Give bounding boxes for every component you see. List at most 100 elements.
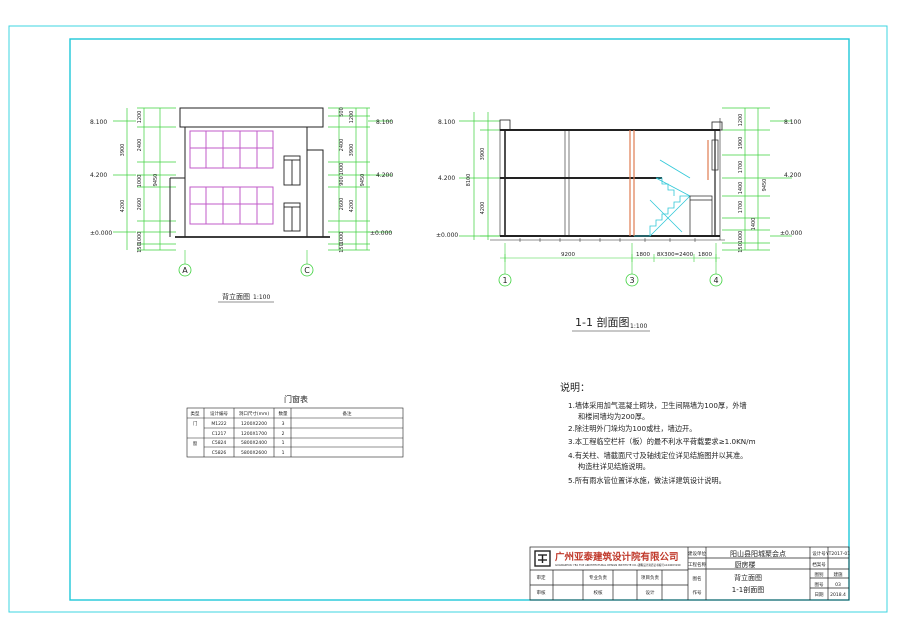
- label-major-lead: 专业负责: [589, 574, 607, 581]
- notes: 说明： 1.墙体采用加气混凝土砌块，卫生间隔墙为100厚，外墙 和楼间墙均为20…: [560, 381, 756, 485]
- table-header: 洞口尺寸(mm): [239, 410, 270, 417]
- section-bottom-dim: 1800: [636, 252, 650, 258]
- section-level-ground-left: ±0.000: [436, 232, 458, 239]
- table-cell-size: 5800X2400: [241, 440, 267, 446]
- category-value: 建施: [834, 571, 843, 578]
- elev-left-dim: 2600: [137, 198, 143, 211]
- elev-right-dim: 3900: [349, 144, 355, 157]
- table-cell-type: 门: [193, 420, 198, 427]
- company-name: 广州亚泰建筑设计院有限公司: [555, 551, 679, 563]
- door-window-table: 门窗表 类型 设计编号 洞口尺寸(mm) 数量 备注 门 M1222 1200X…: [186, 394, 404, 458]
- section-axis-1: 1: [502, 276, 507, 285]
- label-design: 设计: [646, 589, 655, 596]
- inner-frame: [69, 38, 850, 601]
- section-level-mid-left: 4.200: [438, 175, 455, 182]
- section-level-mid-right: 4.200: [784, 172, 801, 179]
- elev-level-top-left: 8.100: [90, 119, 107, 126]
- elev-right-dim: 1000: [339, 232, 345, 245]
- elev-level-ground-left: ±0.000: [90, 230, 112, 237]
- section-level-top-right: 8.100: [784, 119, 801, 126]
- elev-left-dim: 9450: [153, 174, 159, 187]
- elevation-scale: 1:100: [253, 294, 270, 301]
- elev-left-dim: 1000: [137, 232, 143, 245]
- elev-level-mid-right: 4.200: [376, 172, 393, 179]
- elev-right-dim: 2600: [339, 198, 345, 211]
- elev-right-dim: 9450: [360, 174, 366, 187]
- rear-elevation: A C 8.100 4.200 ±0.000 8.100 4.200 ±0.00…: [90, 107, 393, 303]
- label-category: 图别: [815, 571, 824, 578]
- table-cell-qty: 1: [282, 450, 285, 456]
- date-value: 2018.4: [830, 592, 846, 598]
- elev-right-dim: 900: [339, 176, 345, 186]
- table-title: 门窗表: [284, 394, 308, 404]
- label-review: 审核: [537, 589, 546, 596]
- section-level-ground-right: ±0.000: [780, 230, 802, 237]
- label-audit: 审定: [537, 574, 546, 581]
- note-line: 2.除注明外门垛均为100或柱，墙边开。: [568, 424, 696, 433]
- drawing-name-line2: 1-1剖面图: [732, 585, 764, 594]
- table-cell-qty: 1: [282, 440, 285, 446]
- elev-left-dim: 2400: [137, 139, 143, 152]
- table-header: 类型: [191, 410, 200, 417]
- table-header: 数量: [279, 410, 288, 417]
- table-header: 设计编号: [210, 410, 228, 417]
- notes-title: 说明：: [560, 381, 590, 394]
- sheet-no-value: 03: [835, 582, 841, 588]
- elev-right-dim: 1000: [339, 163, 345, 176]
- table-cell-size: 1200X2200: [241, 421, 267, 427]
- elev-right-dim: 1200: [349, 111, 355, 124]
- note-line: 3.本工程临空栏杆（板）的最不利水平荷载要求≥1.0KN/m: [568, 437, 756, 446]
- elev-right-dim: 500: [339, 107, 345, 117]
- section-axis-4: 4: [713, 276, 718, 285]
- label-stamp: 档案号: [812, 561, 826, 568]
- elev-level-mid-left: 4.200: [90, 172, 107, 179]
- section-right-dim: 1400: [738, 182, 744, 195]
- section-bottom-dim: 8X300=2400: [657, 252, 694, 258]
- label-client: 建设单位: [688, 550, 706, 557]
- table-cell-code: C5824: [212, 440, 227, 446]
- table-header: 备注: [343, 410, 352, 417]
- elev-axis-a: A: [182, 266, 188, 275]
- section-right-dim: 1700: [738, 201, 744, 214]
- label-project: 工程名称: [688, 561, 706, 568]
- drawing-name-line1: 背立面图: [734, 573, 762, 582]
- section-right-dim: 1900: [738, 137, 744, 150]
- company-name-en: GUANGZHOU YEA TOP ARCHITECTURAL DESIGN I…: [555, 563, 642, 567]
- section-right-dim: 9450: [762, 179, 768, 192]
- section-right-dim: 1200: [738, 114, 744, 127]
- elev-right-dim: 4200: [349, 200, 355, 213]
- elev-left-dim: 1000: [137, 175, 143, 188]
- section-right-dim: 1700: [738, 161, 744, 174]
- outer-frame: [8, 25, 888, 613]
- section-scale: 1:100: [630, 323, 647, 330]
- client-value: 阳山县阳城聚会点: [730, 549, 786, 558]
- section-left-dim: 3900: [480, 148, 486, 161]
- label-drawn-by: 作号: [693, 589, 702, 596]
- design-no-value: YT2017-01: [825, 551, 850, 557]
- elev-left-dim: 1200: [137, 111, 143, 124]
- title-block: 广州亚泰建筑设计院有限公司 GUANGZHOU YEA TOP ARCHITEC…: [529, 546, 850, 601]
- company-cert: 工程设计资质证书编号A144003190: [638, 563, 681, 567]
- elevation-title: 背立面图: [222, 292, 250, 301]
- note-line: 和楼间墙均为200厚。: [578, 412, 649, 421]
- section-axis-3: 3: [629, 276, 634, 285]
- note-line: 4.有关柱、墙截面尺寸及轴线定位详见结施图并以其准。: [568, 451, 747, 460]
- elev-level-top-right: 8.100: [376, 119, 393, 126]
- table-cell-code: C1217: [212, 431, 227, 437]
- section-1-1: 1 3 4 9200 1800 8X300=2400 1800 8.100 4.…: [436, 107, 802, 332]
- table-cell-code: C5826: [212, 450, 227, 456]
- section-left-dim: 8100: [466, 174, 472, 187]
- table-cell-size: 1200X1700: [241, 431, 267, 437]
- section-level-top-left: 8.100: [438, 119, 455, 126]
- table-cell-qty: 3: [282, 421, 285, 427]
- section-left-dim: 4200: [480, 202, 486, 215]
- elev-axis-c: C: [304, 266, 310, 275]
- note-line: 5.所有雨水管位置详水施，做法详建筑设计说明。: [568, 476, 726, 485]
- section-right-dim: 1000: [738, 231, 744, 244]
- section-bottom-dim: 1800: [698, 252, 712, 258]
- elev-left-dim: 150: [137, 243, 143, 253]
- elev-right-dim: 2400: [339, 139, 345, 152]
- elev-level-ground-right: ±0.000: [370, 230, 392, 237]
- label-sheet-no: 图号: [815, 582, 824, 588]
